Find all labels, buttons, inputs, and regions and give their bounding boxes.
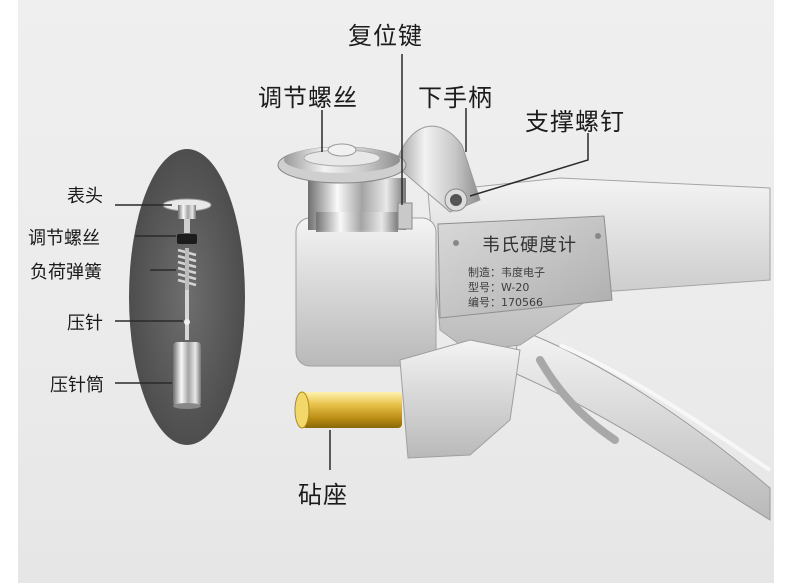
head-block bbox=[295, 217, 437, 367]
nameplate-label: 编号： bbox=[468, 296, 501, 309]
label-anvil: 砧座 bbox=[298, 481, 348, 509]
leader-lines bbox=[115, 54, 589, 470]
nameplate-value: 韦度电子 bbox=[501, 266, 545, 279]
nameplate-label: 制造： bbox=[468, 266, 501, 279]
label-lower-handle: 下手柄 bbox=[418, 84, 493, 112]
label-load-spring: 负荷弹簧 bbox=[30, 262, 102, 283]
nameplate-row-model: 型号：W-20 bbox=[468, 279, 529, 295]
reset-key bbox=[397, 202, 413, 230]
nameplate-row-maker: 制造：韦度电子 bbox=[468, 264, 545, 280]
handle-arm bbox=[511, 329, 771, 521]
nameplate-row-serial: 编号：170566 bbox=[468, 294, 543, 310]
label-exploded-adjust-screw: 调节螺丝 bbox=[28, 228, 100, 249]
label-needle-tube: 压针筒 bbox=[50, 375, 104, 396]
nameplate-title: 韦氏硬度计 bbox=[482, 235, 577, 256]
anvil bbox=[294, 391, 402, 429]
label-press-needle: 压针 bbox=[67, 313, 103, 334]
label-adjust-screw: 调节螺丝 bbox=[258, 84, 358, 112]
nameplate-label: 型号： bbox=[468, 281, 501, 294]
label-head: 表头 bbox=[67, 186, 103, 207]
label-reset-key: 复位键 bbox=[348, 22, 423, 50]
nameplate bbox=[437, 215, 613, 319]
nameplate-value: 170566 bbox=[501, 296, 543, 309]
nameplate-value: W-20 bbox=[501, 281, 530, 294]
label-support-screw: 支撑螺钉 bbox=[525, 108, 625, 136]
exploded-parts bbox=[162, 198, 212, 409]
